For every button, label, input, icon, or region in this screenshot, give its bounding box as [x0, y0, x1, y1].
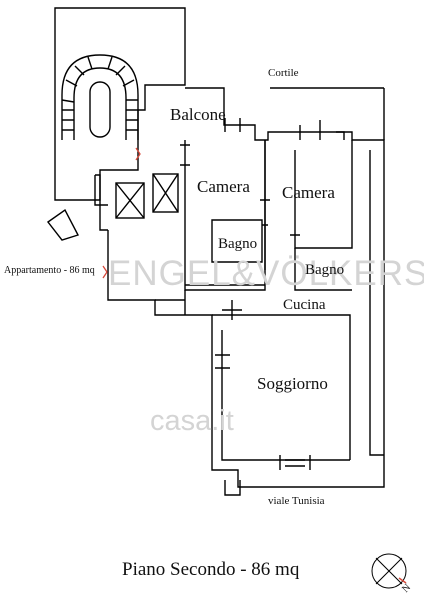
accent-mark-1 [135, 147, 141, 161]
courtyard-label: Cortile [268, 67, 299, 79]
room-label-balcone: Balcone [170, 105, 226, 124]
portal-watermark: casa.it [150, 405, 234, 437]
accent-mark-2 [102, 265, 108, 279]
floor-title: Piano Secondo - 86 mq [122, 559, 300, 580]
unit-area-label: Appartamento - 86 mq [4, 265, 95, 276]
elevator-2 [152, 173, 179, 213]
room-label-camera-1: Camera [197, 177, 250, 196]
room-label-cucina: Cucina [283, 297, 326, 313]
stair-spiral [61, 54, 139, 140]
room-label-soggiorno: Soggiorno [257, 374, 328, 393]
entry-block [46, 208, 80, 241]
room-label-camera-2: Camera [282, 183, 335, 202]
room-label-bagno-1: Bagno [218, 236, 258, 252]
street-label: viale Tunisia [268, 495, 325, 507]
stair-void [89, 81, 111, 138]
agency-watermark: ENGEL&VÖLKERS [108, 254, 424, 293]
elevator-1 [115, 182, 145, 219]
compass [371, 553, 407, 589]
room-label-bagno-2: Bagno [305, 262, 345, 278]
